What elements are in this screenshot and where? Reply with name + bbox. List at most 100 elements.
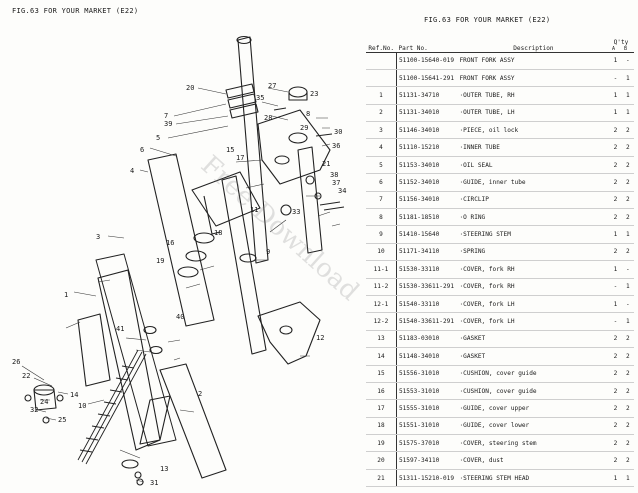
cell-qty-b: - (621, 52, 634, 70)
cell-qty-b: 2 (621, 191, 634, 210)
cell-qty-a: 2 (609, 191, 622, 210)
cell-ref-no: 2 (366, 104, 397, 123)
cell-description: ·OUTER TUBE, RH (457, 86, 610, 105)
cell-ref-no: 17 (366, 399, 397, 418)
cell-ref-no (366, 69, 397, 88)
cell-description: ·OUTER TUBE, LH (457, 104, 610, 123)
cell-ref-no: 4 (366, 138, 397, 157)
cell-ref-no: 16 (366, 382, 397, 401)
header-qty-label: Q'ty (613, 38, 629, 46)
cell-qty-b: 1 (621, 86, 634, 105)
cell-qty-a: 2 (609, 243, 622, 262)
cell-ref-no: 14 (366, 347, 397, 366)
cell-qty-b: 2 (621, 417, 634, 436)
cell-qty-a: 2 (609, 156, 622, 175)
callout-12: 12 (316, 334, 324, 342)
cell-ref-no: 21 (366, 469, 397, 488)
cell-qty-b: 2 (621, 451, 634, 470)
exploded-fork-diagram: 20 7 39 5 6 4 3 1 26 22 14 24 32 25 10 2… (12, 35, 346, 487)
cell-qty-b: 2 (621, 138, 634, 157)
cell-part-no: 51530-33110 (396, 260, 458, 279)
callout-1: 1 (64, 291, 68, 299)
callout-2: 2 (198, 390, 202, 398)
cell-description: ·CUSHION, cover guide (457, 365, 610, 383)
callout-21: 21 (322, 160, 330, 168)
callout-17: 17 (236, 154, 244, 162)
cell-description: ·INNER TUBE (457, 138, 610, 157)
cell-qty-a: - (609, 278, 622, 296)
callout-11: 11 (250, 206, 258, 214)
cell-description: ·OIL SEAL (457, 156, 610, 175)
callout-36: 36 (332, 142, 340, 150)
cell-ref-no: 15 (366, 365, 397, 383)
cell-description: ·GUIDE, cover lower (457, 417, 610, 436)
cell-qty-a: - (609, 312, 622, 331)
cell-part-no: 51553-31010 (396, 382, 458, 401)
cell-description: ·COVER, fork RH (457, 260, 610, 279)
callout-32: 32 (30, 406, 38, 414)
cell-qty-b: 2 (621, 347, 634, 366)
cell-part-no: 51540-33611-291 (396, 312, 458, 331)
cell-description: FRONT FORK ASSY (457, 52, 610, 70)
cell-part-no: 51181-18510 (396, 208, 458, 227)
cell-qty-a: 2 (609, 365, 622, 383)
cell-qty-b: 1 (621, 312, 634, 331)
cell-description: ·CIRCLIP (457, 191, 610, 210)
cell-qty-a: 1 (609, 52, 622, 70)
cell-description: ·SPRING (457, 243, 610, 262)
cell-qty-a: 2 (609, 347, 622, 366)
cell-ref-no: 3 (366, 121, 397, 140)
callout-8: 8 (306, 110, 310, 118)
spring-shape (77, 349, 147, 465)
cell-ref-no: 8 (366, 208, 397, 227)
cell-qty-a: 1 (609, 104, 622, 123)
cell-part-no: 51131-34010 (396, 104, 458, 123)
cell-qty-b: - (621, 260, 634, 279)
callout-23: 23 (310, 90, 318, 98)
cell-ref-no (366, 52, 397, 70)
callout-34: 34 (338, 187, 346, 195)
callout-3: 3 (96, 233, 100, 241)
cell-ref-no: 11-2 (366, 278, 397, 296)
cell-part-no: 51540-33110 (396, 295, 458, 314)
cell-qty-b: - (621, 295, 634, 314)
cell-description: ·COVER, fork RH (457, 278, 610, 296)
callout-13: 13 (160, 465, 168, 473)
cell-qty-b: 2 (621, 208, 634, 227)
cell-qty-b: 2 (621, 330, 634, 349)
cell-description: ·COVER, fork LH (457, 295, 610, 314)
header-qty-columns: A B (611, 45, 630, 52)
cell-ref-no: 19 (366, 434, 397, 453)
cell-qty-a: 2 (609, 121, 622, 140)
callout-41: 41 (116, 325, 124, 333)
cell-part-no: 51100-15640-019 (396, 52, 458, 70)
cell-qty-a: 2 (609, 451, 622, 470)
cell-ref-no: 5 (366, 156, 397, 175)
cell-ref-no: 13 (366, 330, 397, 349)
cell-qty-a: 1 (609, 260, 622, 279)
figure-title-right: FIG.63 FOR YOUR MARKET (E22) (424, 16, 551, 24)
cell-part-no: 51110-15210 (396, 138, 458, 157)
cell-part-no: 51575-37010 (396, 434, 458, 453)
cell-qty-a: 2 (609, 399, 622, 418)
cell-part-no: 51555-31010 (396, 399, 458, 418)
cell-part-no: 51131-34710 (396, 86, 458, 105)
cell-qty-a: 1 (609, 295, 622, 314)
